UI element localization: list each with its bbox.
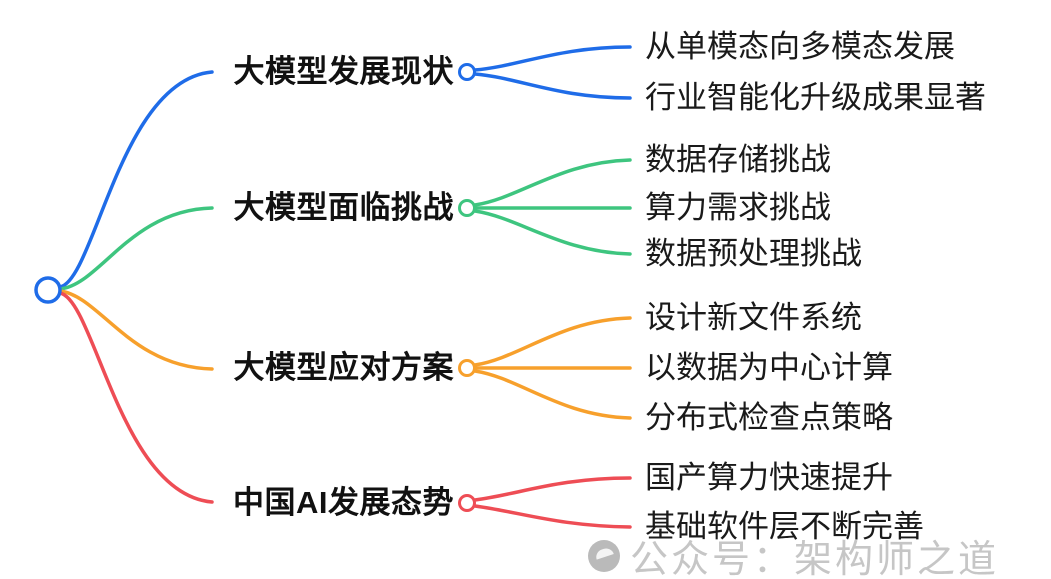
leaf-label-compute-challenge: 算力需求挑战 — [645, 190, 831, 225]
leaf-label-new-filesystem: 设计新文件系统 — [645, 300, 862, 335]
branch2-node-circle — [458, 199, 476, 217]
edge-root-to-branch-4 — [58, 291, 214, 504]
branch3-node-circle — [458, 359, 476, 377]
branch1-node-circle — [458, 63, 476, 81]
branch-label-model-challenges: 大模型面临挑战 — [233, 190, 454, 225]
leaf-label-distributed-checkpoint: 分布式检查点策略 — [645, 400, 893, 435]
branch-label-model-development-status: 大模型发展现状 — [233, 54, 454, 89]
leaf-label-industry-upgrade: 行业智能化升级成果显著 — [645, 80, 986, 115]
edge-branch4-child2 — [473, 504, 632, 529]
watermark-logo-icon — [588, 539, 620, 572]
leaf-label-storage-challenge: 数据存储挑战 — [645, 142, 831, 177]
edge-branch4-child1 — [473, 476, 632, 502]
branch4-node-circle — [458, 494, 476, 512]
edge-branch1-child2 — [473, 72, 632, 100]
leaf-label-preprocessing-challenge: 数据预处理挑战 — [645, 236, 862, 271]
edge-branch1-child1 — [473, 45, 632, 72]
watermark: 公众号：架构师之道 — [588, 528, 999, 579]
leaf-label-data-centric-compute: 以数据为中心计算 — [645, 350, 893, 385]
edge-branch2-child1 — [473, 158, 632, 207]
watermark-text: 公众号：架构师之道 — [630, 539, 1000, 579]
branch-label-china-ai-trend: 中国AI发展态势 — [233, 485, 454, 520]
edge-root-to-branch-1 — [58, 70, 214, 289]
edge-branch3-child1 — [473, 316, 632, 367]
leaf-label-software-stack: 基础软件层不断完善 — [645, 509, 924, 544]
leaf-label-multimodal: 从单模态向多模态发展 — [645, 29, 955, 64]
edge-root-to-branch-3 — [58, 289, 214, 371]
edge-root-to-branch-2 — [58, 206, 214, 291]
edge-branch3-child3 — [473, 369, 632, 420]
edge-branch2-child3 — [473, 209, 632, 256]
leaf-label-domestic-compute: 国产算力快速提升 — [645, 460, 893, 495]
branch-label-model-solutions: 大模型应对方案 — [233, 350, 454, 385]
root-node-circle — [34, 276, 62, 304]
